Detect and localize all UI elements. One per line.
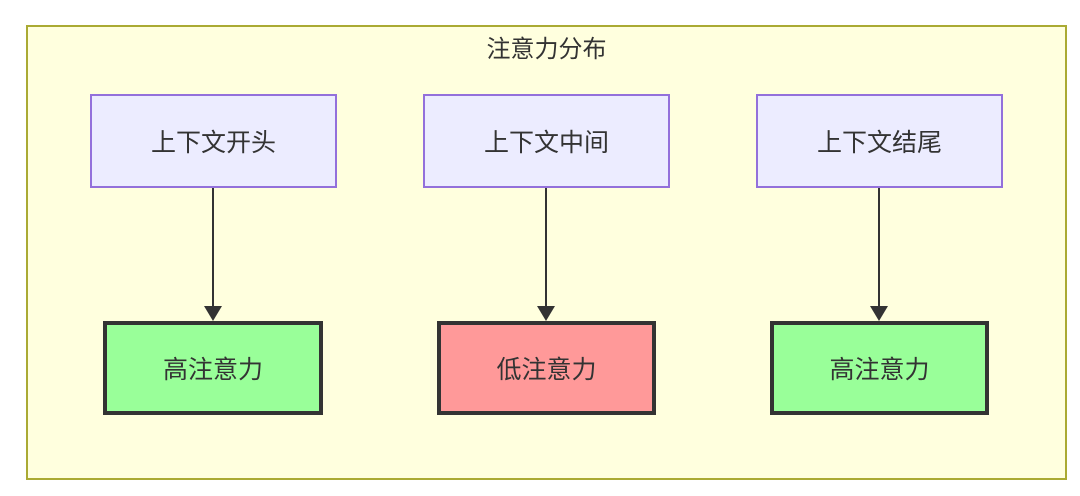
node-context-end: 上下文结尾 — [756, 94, 1003, 188]
node-label: 低注意力 — [496, 356, 597, 384]
arrow-line-middle-to-low — [545, 188, 547, 308]
node-low-attention-middle: 低注意力 — [437, 321, 656, 415]
arrowhead-icon — [537, 306, 555, 321]
node-label: 上下文中间 — [483, 129, 609, 157]
node-high-attention-start: 高注意力 — [103, 321, 323, 415]
node-label: 上下文结尾 — [816, 129, 942, 157]
node-context-start: 上下文开头 — [90, 94, 337, 188]
node-context-middle: 上下文中间 — [423, 94, 670, 188]
node-label: 高注意力 — [829, 356, 930, 384]
subgraph-title: 注意力分布 — [486, 36, 607, 63]
node-high-attention-end: 高注意力 — [770, 321, 989, 415]
node-label: 高注意力 — [162, 356, 263, 384]
arrowhead-icon — [870, 306, 888, 321]
arrow-line-end-to-high — [878, 188, 880, 308]
node-label: 上下文开头 — [150, 129, 276, 157]
arrowhead-icon — [204, 306, 222, 321]
arrow-line-start-to-high — [212, 188, 214, 308]
